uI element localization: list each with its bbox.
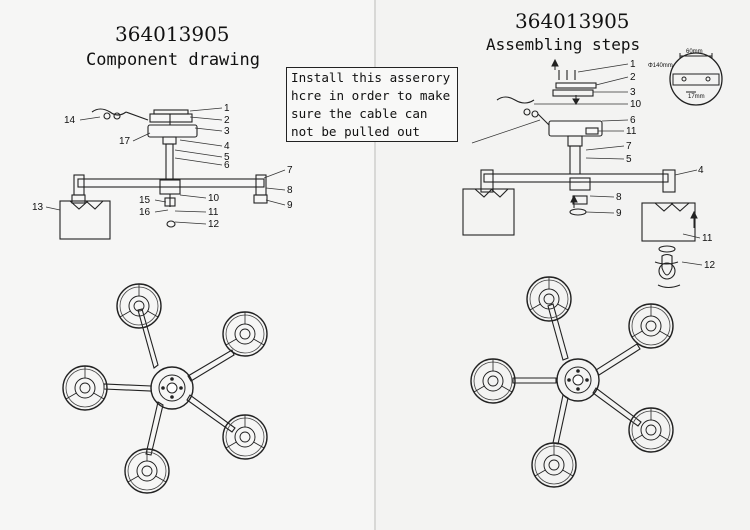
left-callout-leaders: [45, 107, 286, 225]
left-callout-3: 3: [224, 126, 230, 137]
right-callout-5: 5: [626, 154, 632, 165]
note-line-3: sure the cable can: [291, 106, 428, 121]
left-callout-8: 8: [287, 185, 293, 196]
right-callout-11b: 11: [702, 233, 713, 244]
note-line-4: not be pulled out: [291, 124, 420, 139]
right-callout-9: 9: [616, 208, 622, 219]
left-callout-7: 7: [287, 165, 293, 176]
right-callout-11a: 11: [626, 126, 637, 137]
detail-circle: [669, 52, 723, 106]
left-product-code: 364013905: [115, 22, 230, 46]
left-top-view: [62, 283, 268, 494]
detail-width-label: 60mm: [686, 49, 703, 55]
left-callout-1: 1: [224, 103, 230, 114]
left-callout-13: 13: [32, 202, 44, 213]
page-fold: [374, 0, 376, 530]
right-callout-4: 4: [698, 165, 704, 176]
right-arrows: [551, 58, 698, 288]
right-callout-1: 1: [630, 59, 636, 70]
right-callout-numbers: 1 2 3 4 5 6 7 8 9 10 11 11 12: [616, 59, 716, 271]
detail-diameter-label: Φ140mm: [648, 63, 673, 69]
detail-depth-label: 17mm: [688, 94, 705, 100]
left-callout-16: 16: [139, 207, 151, 218]
right-callout-7: 7: [626, 141, 632, 152]
note-line-1: Install this asserory: [291, 70, 451, 85]
note-line-2: hcre in order to make: [291, 88, 451, 103]
left-callout-9: 9: [287, 200, 293, 211]
left-callout-14: 14: [64, 115, 76, 126]
left-callout-12: 12: [208, 219, 220, 230]
right-callout-12: 12: [704, 260, 716, 271]
left-callout-15: 15: [139, 195, 151, 206]
left-callout-17: 17: [119, 136, 131, 147]
right-subtitle: Assembling steps: [486, 35, 641, 54]
right-side-view: [462, 70, 696, 280]
left-callout-6: 6: [224, 160, 230, 171]
right-top-view: [470, 276, 674, 488]
right-product-code: 364013905: [515, 9, 630, 33]
right-callout-3: 3: [630, 87, 636, 98]
right-callout-10: 10: [630, 99, 642, 110]
right-callout-8: 8: [616, 192, 622, 203]
left-callout-5: 5: [224, 152, 230, 163]
left-callout-10: 10: [208, 193, 220, 204]
left-callout-4: 4: [224, 141, 230, 152]
left-callout-numbers: 1 2 3 4 5 6 7 8 9 10 11 12 13 14 15 16 1…: [32, 103, 293, 230]
left-callout-2: 2: [224, 115, 230, 126]
left-side-view: [59, 108, 268, 240]
right-callout-leaders: [471, 63, 703, 266]
right-callout-2: 2: [630, 72, 636, 83]
left-callout-11: 11: [208, 207, 219, 218]
left-subtitle: Component drawing: [86, 50, 260, 70]
cable-note-box: Install this asserory hcre in order to m…: [286, 67, 458, 142]
right-callout-6: 6: [630, 115, 636, 126]
